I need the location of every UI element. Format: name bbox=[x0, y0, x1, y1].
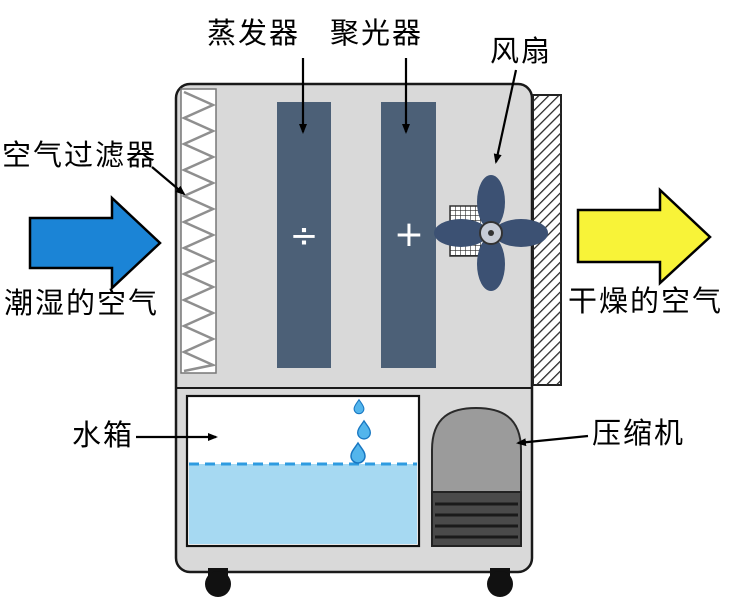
dry-air-arrow bbox=[576, 187, 712, 286]
air-filter-pointer-arrow bbox=[151, 166, 186, 196]
condenser-coil: + bbox=[381, 102, 436, 368]
evaporator-coil: ÷ bbox=[277, 102, 331, 368]
label-fan: 风扇 bbox=[490, 34, 553, 68]
caster-wheel-right bbox=[487, 568, 513, 597]
label-air-filter: 空气过滤器 bbox=[2, 138, 158, 172]
compressor bbox=[431, 406, 522, 547]
label-evaporator: 蒸发器 bbox=[207, 16, 301, 50]
evaporator-symbol: ÷ bbox=[290, 216, 319, 256]
label-water-tank: 水箱 bbox=[72, 418, 135, 452]
fan-pointer-arrow bbox=[493, 69, 518, 164]
air-filter bbox=[180, 88, 218, 374]
condenser-symbol: + bbox=[394, 214, 424, 255]
label-compressor: 压缩机 bbox=[592, 416, 686, 450]
water-tank bbox=[185, 394, 421, 548]
caster-wheel-left bbox=[205, 568, 231, 597]
label-dry-air: 干燥的空气 bbox=[568, 284, 724, 318]
compressor-pointer-arrow bbox=[516, 434, 589, 447]
label-humid-air: 潮湿的空气 bbox=[4, 286, 160, 320]
water-drops-icon bbox=[350, 398, 371, 464]
humid-air-arrow bbox=[28, 195, 162, 291]
label-condenser: 聚光器 bbox=[330, 16, 424, 50]
fan-icon bbox=[434, 175, 548, 291]
